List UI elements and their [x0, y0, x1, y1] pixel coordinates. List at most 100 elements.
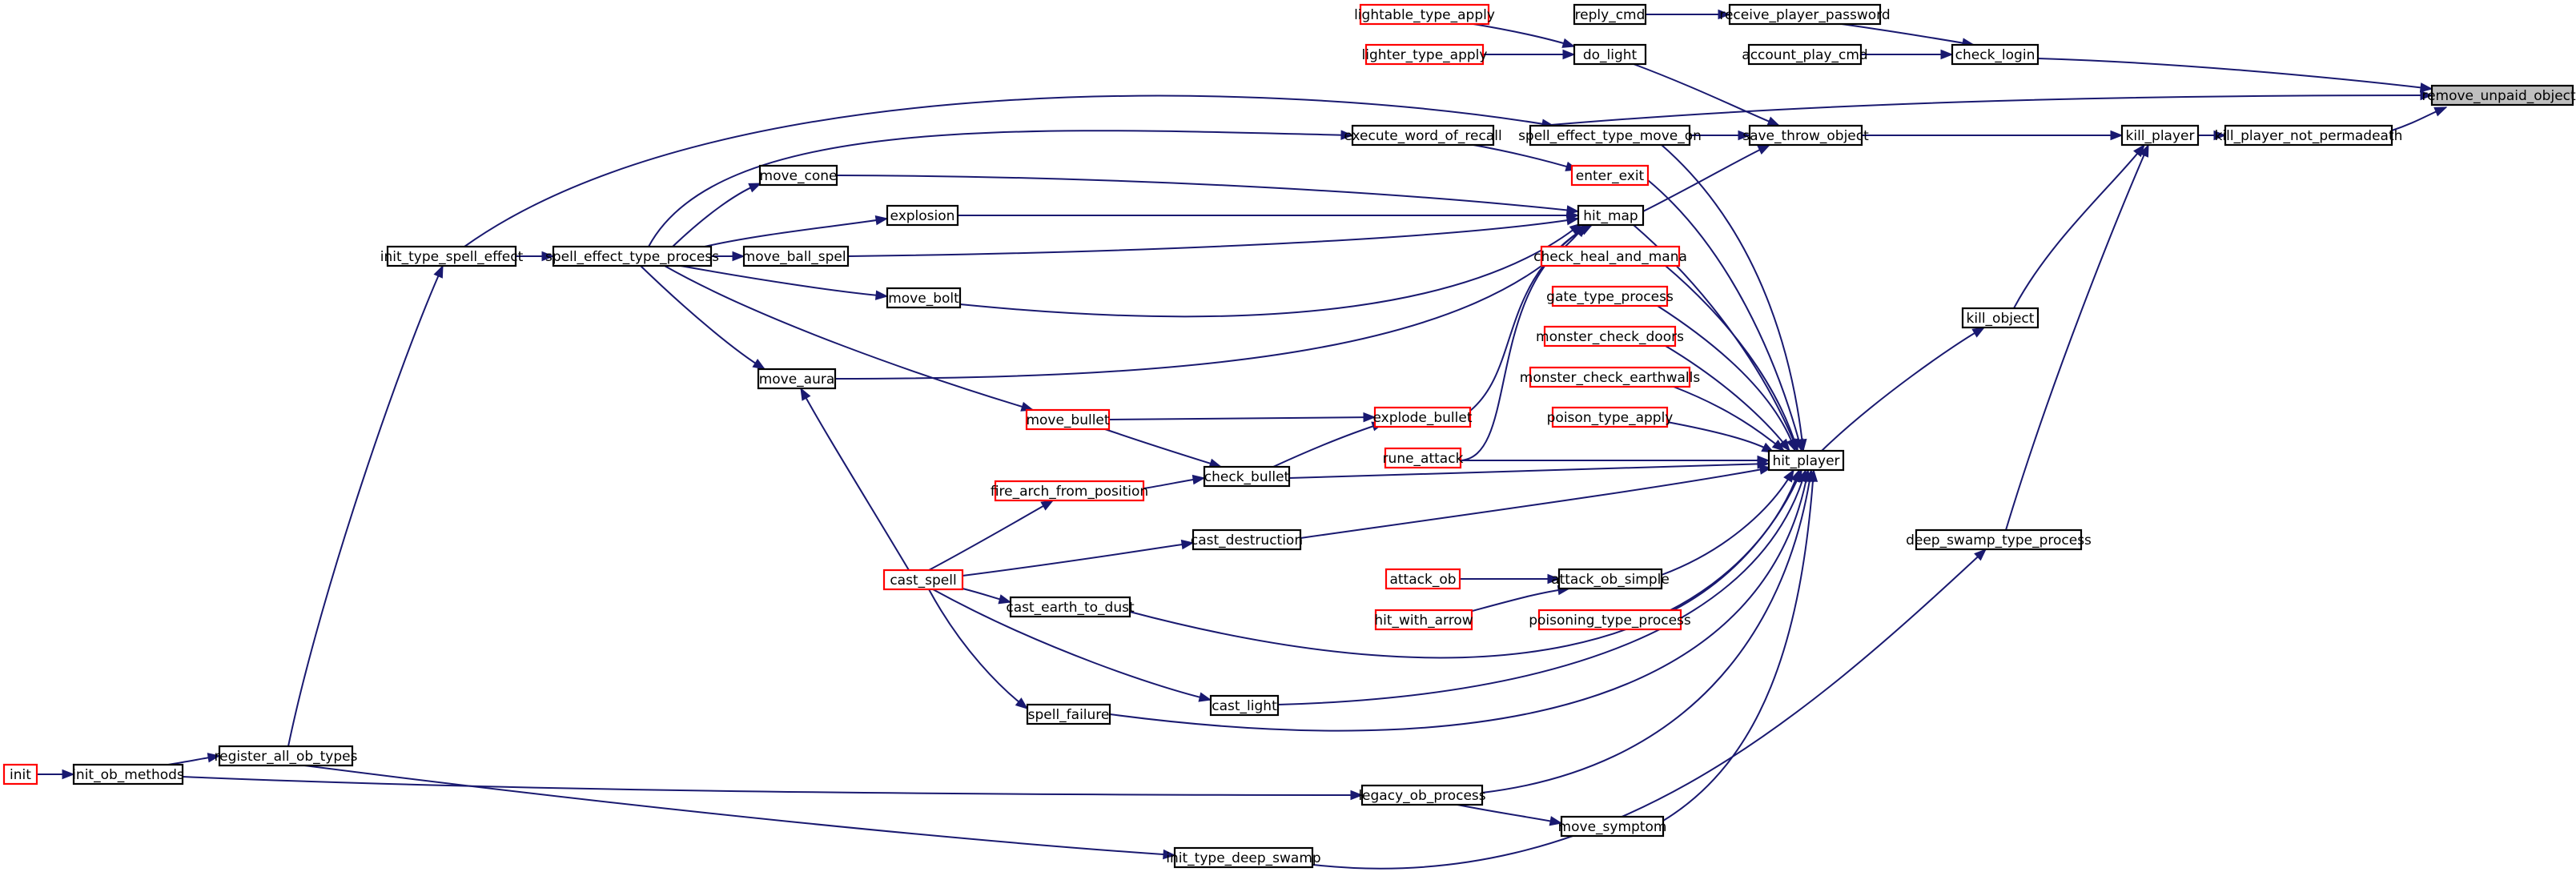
node-label: init_ob_methods	[72, 767, 184, 783]
node-receive-player-password[interactable]: receive_player_password	[1719, 3, 1891, 26]
node-spell-effect-type-process[interactable]: spell_effect_type_process	[545, 245, 719, 267]
node-label: execute_word_of_recall	[1344, 128, 1501, 144]
node-save-throw-object[interactable]: save_throw_object	[1742, 124, 1869, 147]
node-cast-light[interactable]: cast_light	[1209, 694, 1280, 717]
node-box	[1961, 307, 2040, 329]
edge-line	[1657, 305, 1796, 452]
edge-arrowhead	[2419, 82, 2433, 93]
node-enter-exit[interactable]: enter_exit	[1570, 164, 1650, 187]
node-register-all-ob-types[interactable]: register_all_ob_types	[215, 745, 358, 767]
node-move-symptom[interactable]: move_symptom	[1558, 815, 1667, 838]
node-move-bullet[interactable]: move_bullet	[1025, 408, 1111, 431]
edge-kill-player-to-kill-player-not-permadeath	[2198, 130, 2227, 141]
edge-reply-cmd-to-receive-player-password	[1646, 9, 1731, 20]
node-check-login[interactable]: check_login	[1951, 43, 2040, 66]
node-hit-player[interactable]: hit_player	[1767, 449, 1845, 472]
edge-arrowhead	[1565, 215, 1580, 226]
edge-line	[1647, 179, 1802, 452]
node-account-play-cmd[interactable]: account_play_cmd	[1742, 43, 1868, 66]
node-hit-map[interactable]: hit_map	[1577, 204, 1645, 227]
node-box	[2430, 84, 2574, 106]
node-move-bolt[interactable]: move_bolt	[886, 287, 962, 309]
node-box	[1373, 406, 1472, 428]
node-init-type-spell-effect[interactable]: init_type_spell_effect	[380, 245, 524, 267]
edge-line	[1473, 144, 1578, 171]
edge-monster-check-doors-to-hit-player	[1665, 345, 1790, 452]
node-explosion[interactable]: explosion	[886, 204, 959, 227]
node-label: gate_type_process	[1546, 289, 1674, 305]
node-poisoning-type-process[interactable]: poisoning_type_process	[1529, 609, 1691, 631]
edge-line	[1272, 422, 1384, 468]
edge-account-play-cmd-to-check-login	[1861, 49, 1954, 60]
node-box	[1384, 447, 1462, 469]
node-box	[1557, 568, 1663, 590]
node-box	[886, 287, 962, 309]
node-kill-player-not-permadeath[interactable]: kill_player_not_permadeath	[2215, 124, 2403, 147]
node-cast-destruction[interactable]: cast_destruction	[1191, 528, 1303, 551]
node-attack-ob[interactable]: attack_ob	[1384, 568, 1461, 590]
node-init-type-deep-swamp[interactable]: init_type_deep_swamp	[1166, 846, 1321, 869]
edge-move-symptom-to-hit-player	[1662, 468, 1818, 822]
edge-line	[182, 776, 1363, 796]
node-gate-type-process[interactable]: gate_type_process	[1546, 285, 1674, 307]
node-move-cone[interactable]: move_cone	[758, 164, 838, 187]
edge-rune-attack-to-hit-player	[1461, 455, 1770, 466]
node-init-ob-methods[interactable]: init_ob_methods	[72, 763, 184, 786]
node-box	[1384, 568, 1461, 590]
node-explode-bullet[interactable]: explode_bullet	[1372, 406, 1473, 428]
edge-arrowhead	[1940, 49, 1954, 60]
node-spell-effect-type-move-on[interactable]: spell_effect_type_move_on	[1518, 124, 1702, 147]
edge-line	[1473, 23, 1575, 47]
node-fire-arch-from-position[interactable]: fire_arch_from_position	[991, 480, 1148, 502]
node-do-light[interactable]: do_light	[1573, 43, 1647, 66]
node-label: cast_light	[1212, 698, 1277, 714]
node-box	[1192, 528, 1302, 551]
node-execute-word-of-recall[interactable]: execute_word_of_recall	[1344, 124, 1502, 147]
node-spell-failure[interactable]: spell_failure	[1026, 703, 1111, 725]
node-remove-unpaid-objects[interactable]: remove_unpaid_objects	[2421, 84, 2576, 106]
node-kill-player[interactable]: kill_player	[2120, 124, 2200, 147]
node-label: spell_effect_type_move_on	[1518, 128, 1702, 144]
edge-save-throw-object-to-kill-player	[1862, 130, 2124, 141]
edge-spell-effect-type-process-to-move-aura	[640, 265, 766, 370]
node-cast-spell[interactable]: cast_spell	[882, 569, 964, 591]
node-lightable-type-apply[interactable]: lightable_type_apply	[1354, 3, 1495, 26]
node-label: check_heal_and_mana	[1533, 249, 1687, 265]
node-move-ball-spell[interactable]: move_ball_spell	[742, 245, 850, 267]
node-box	[882, 569, 964, 591]
node-label: save_throw_object	[1742, 128, 1869, 144]
node-box	[1203, 465, 1291, 488]
node-box	[1529, 124, 1691, 147]
edge-line	[959, 223, 1582, 318]
node-label: move_bolt	[888, 291, 959, 307]
node-init[interactable]: init	[2, 763, 38, 786]
edge-fire-arch-from-position-to-check-bullet	[1143, 474, 1206, 489]
node-reply-cmd[interactable]: reply_cmd	[1573, 3, 1647, 26]
node-rune-attack[interactable]: rune_attack	[1383, 447, 1464, 469]
node-label: enter_exit	[1576, 168, 1645, 184]
edge-line	[847, 218, 1579, 257]
node-monster-check-earthwalls[interactable]: monster_check_earthwalls	[1520, 366, 1701, 388]
node-lighter-type-apply[interactable]: lighter_type_apply	[1362, 43, 1488, 66]
node-move-aura[interactable]: move_aura	[757, 368, 837, 390]
edge-legacy-ob-process-to-hit-player	[1481, 468, 1814, 794]
node-label: cast_spell	[890, 573, 956, 589]
node-attack-ob-simple[interactable]: attack_ob_simple	[1551, 568, 1670, 590]
node-check-bullet[interactable]: check_bullet	[1203, 465, 1291, 488]
node-deep-swamp-type-process[interactable]: deep_swamp_type_process	[1906, 528, 2092, 551]
node-legacy-ob-process[interactable]: legacy_ob_process	[1358, 784, 1486, 806]
edge-move-bullet-to-explode-bullet	[1108, 412, 1376, 423]
edge-line	[1662, 469, 1814, 822]
node-poison-type-apply[interactable]: poison_type_apply	[1547, 406, 1674, 428]
node-kill-object[interactable]: kill_object	[1961, 307, 2040, 329]
edge-arrowhead	[1974, 548, 1987, 561]
node-check-heal-and-mana[interactable]: check_heal_and_mana	[1533, 245, 1687, 267]
node-label: move_cone	[760, 168, 838, 184]
edge-line	[1633, 63, 1780, 127]
edge-line	[704, 218, 888, 247]
node-hit-with-arrow[interactable]: hit_with_arrow	[1374, 609, 1473, 631]
node-monster-check-doors[interactable]: monster_check_doors	[1536, 325, 1684, 348]
node-cast-earth-to-dust[interactable]: cast_earth_to_dust	[1006, 596, 1135, 618]
edge-attack-ob-simple-to-hit-player	[1661, 468, 1794, 576]
node-box	[2, 763, 38, 786]
